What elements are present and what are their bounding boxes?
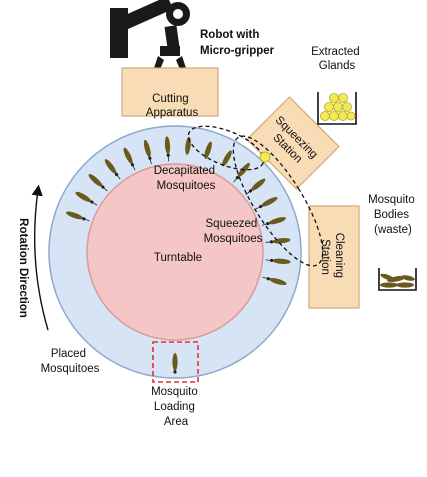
mosquito (65, 211, 90, 222)
svg-text:Mosquito Loading Area: Mosquito Loading Area (151, 386, 201, 428)
mosquito (221, 150, 232, 167)
mosquito (245, 178, 266, 196)
svg-text:Mosquito Bodies (waste: Mosquito Bodies (waste) (368, 194, 418, 236)
turntable-label: Turntable (154, 252, 202, 264)
squeezed-group-outline (232, 135, 324, 267)
mosquito-ring (65, 136, 291, 374)
mosquito (262, 276, 287, 286)
mosquito (261, 217, 286, 226)
svg-text:Cutting Apparatus: Cutting Apparatus (146, 93, 199, 119)
mosquito (255, 196, 278, 210)
mosquito (88, 174, 108, 192)
waste-container (378, 268, 417, 291)
mosquito (75, 191, 98, 206)
turntable-disc (86, 163, 264, 341)
svg-text:Decapitated Mosquitoes: Decapitated Mosquitoes (154, 165, 219, 192)
svg-text:Robot with Micro-gripper: Robot with Micro-gripper (200, 29, 275, 57)
glands-container (317, 92, 357, 125)
mosquito (172, 353, 178, 374)
svg-text:Squeezed Mosquitoes: Squeezed Mosquitoes (204, 218, 263, 245)
squeezing-station (246, 96, 340, 190)
mosquito (123, 147, 136, 171)
svg-text:Extracted Glands: Extracted Glands (311, 46, 363, 72)
loading-area-box (152, 341, 199, 383)
mosquito (265, 258, 291, 265)
mosquito (204, 141, 212, 159)
rotation-label: Rotation Direction (17, 218, 29, 318)
decapitated-group-outline (187, 125, 265, 171)
mosquito (164, 136, 171, 162)
gland-drop (259, 151, 271, 163)
rotation-arrow (31, 184, 49, 331)
svg-text:Placed Mosquitoes: Placed Mosquitoes (41, 348, 100, 375)
mosquito (104, 159, 121, 180)
mosquito (143, 139, 152, 165)
cleaning-station (308, 205, 360, 309)
cutting-apparatus (121, 67, 219, 117)
